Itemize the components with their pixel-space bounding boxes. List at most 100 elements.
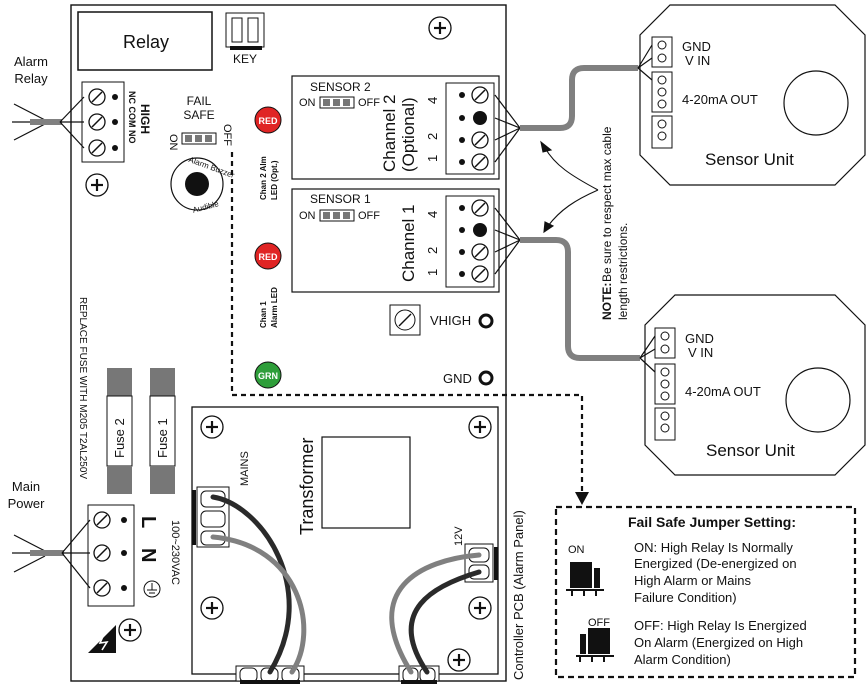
note-text-2: length restrictions. bbox=[616, 223, 630, 320]
sensor1-off: OFF bbox=[358, 210, 380, 222]
screw-icon bbox=[471, 131, 489, 149]
sensor-unit-2-name: Sensor Unit bbox=[706, 441, 795, 460]
channel2-optional: (Optional) bbox=[399, 97, 418, 172]
mount-hole-icon bbox=[467, 595, 493, 621]
vhigh-test-point bbox=[478, 313, 494, 329]
sensor2-off: OFF bbox=[358, 97, 380, 109]
sensor-unit-2-gnd: GND bbox=[685, 331, 714, 346]
channel2-pin2: 2 bbox=[425, 133, 440, 140]
high-voltage-warning-icon bbox=[88, 625, 116, 653]
screw-icon bbox=[88, 113, 106, 131]
fail-safe-off: OFF bbox=[221, 124, 233, 146]
12v-connector bbox=[464, 543, 498, 583]
channel1-pin4: 4 bbox=[425, 211, 440, 218]
screw-icon bbox=[471, 86, 489, 104]
mount-hole-icon bbox=[427, 15, 453, 41]
sensor-unit-2-out: 4-20mA OUT bbox=[685, 384, 761, 399]
sensor-cable-channel2 bbox=[494, 44, 653, 163]
fail-safe-label-2: SAFE bbox=[183, 108, 214, 122]
legend-title: Fail Safe Jumper Setting: bbox=[628, 514, 796, 530]
sensor2-on: ON bbox=[299, 97, 316, 109]
legend-on-1: ON: High Relay Is Normally bbox=[634, 540, 793, 555]
mains-label: MAINS bbox=[239, 451, 251, 486]
legend-on-3: High Alarm or Mains bbox=[634, 573, 752, 588]
chan2-red-led-label: RED bbox=[258, 116, 278, 126]
sensor1-jumper[interactable] bbox=[319, 209, 355, 222]
ground-icon bbox=[143, 580, 161, 598]
sensor2-label: SENSOR 2 bbox=[310, 80, 371, 94]
legend-off-2: On Alarm (Energized on High bbox=[634, 635, 803, 650]
screw-icon bbox=[88, 139, 106, 157]
screw-icon bbox=[471, 153, 489, 171]
fuse2 bbox=[106, 368, 133, 494]
fuse2-label: Fuse 2 bbox=[112, 418, 127, 458]
vac-label: 100~230VAC bbox=[169, 520, 181, 585]
note-label: NOTE: bbox=[600, 283, 614, 320]
fuse1 bbox=[149, 368, 176, 494]
channel1-pin2: 2 bbox=[425, 247, 440, 254]
screw-icon bbox=[93, 579, 111, 597]
chan1-red-led-label: RED bbox=[258, 252, 278, 262]
jumper-off-icon bbox=[576, 628, 614, 662]
screw-icon bbox=[88, 88, 106, 106]
note-text-1: Be sure to respect max cable bbox=[600, 126, 614, 282]
gnd-test-point bbox=[478, 370, 494, 386]
alarm-relay-label-2: Relay bbox=[14, 71, 48, 86]
replace-fuse-note: REPLACE FUSE WITH M205 T2AL250V bbox=[77, 297, 88, 479]
vhigh-label: VHIGH bbox=[430, 313, 471, 328]
sensor1-on: ON bbox=[299, 210, 316, 222]
alarm-buzzer bbox=[170, 157, 224, 211]
chan1-red-led bbox=[254, 242, 282, 270]
controller-pcb-label: Controller PCB (Alarm Panel) bbox=[511, 510, 526, 680]
screw-icon bbox=[93, 511, 111, 529]
screw-icon bbox=[471, 265, 489, 283]
mount-hole-icon bbox=[117, 617, 143, 643]
fail-safe-jumper[interactable] bbox=[181, 132, 217, 145]
high-label: HIGH bbox=[138, 104, 152, 134]
neutral-label: N bbox=[137, 548, 159, 562]
legend-off-tag: OFF bbox=[588, 617, 610, 629]
legend-on-4: Failure Condition) bbox=[634, 590, 737, 605]
fail-safe-label: FAIL bbox=[187, 94, 212, 108]
green-led-label: GRN bbox=[258, 371, 278, 381]
mount-hole-icon bbox=[84, 172, 110, 198]
sensor-unit-2-vin: V IN bbox=[688, 345, 713, 360]
fuse1-label: Fuse 1 bbox=[155, 418, 170, 458]
chan1-led-caption: Chan 1 bbox=[259, 301, 268, 328]
transformer-label: Transformer bbox=[297, 438, 317, 535]
channel2-pin4: 4 bbox=[425, 97, 440, 104]
sensor2-jumper[interactable] bbox=[319, 96, 355, 109]
fail-safe-on: ON bbox=[167, 134, 179, 151]
sensor1-label: SENSOR 1 bbox=[310, 192, 371, 206]
bottom-connector-left bbox=[235, 665, 305, 684]
bottom-connector-right bbox=[398, 665, 440, 684]
nc-com-no-label: NC COM NO bbox=[127, 91, 137, 144]
chan1-led-caption-2: Alarm LED bbox=[270, 287, 279, 328]
channel2-label: Channel 2 bbox=[380, 94, 399, 172]
mount-hole-icon bbox=[467, 414, 493, 440]
main-power-label-2: Power bbox=[8, 496, 46, 511]
alarm-relay-cable bbox=[12, 96, 85, 149]
alarm-relay-label: Alarm bbox=[14, 54, 48, 69]
relay-box bbox=[77, 11, 213, 71]
note-arrows bbox=[540, 140, 599, 234]
screw-icon bbox=[471, 199, 489, 217]
sensor-unit-1-name: Sensor Unit bbox=[705, 150, 794, 169]
key-label: KEY bbox=[233, 52, 257, 66]
relay-label: Relay bbox=[123, 32, 169, 52]
main-power-cable bbox=[12, 519, 91, 589]
fail-safe-leader bbox=[230, 152, 584, 494]
v12-label: 12V bbox=[453, 526, 465, 546]
sensor-unit-1-vin: V IN bbox=[685, 53, 710, 68]
sensor-unit-2 bbox=[644, 294, 866, 476]
legend-off-3: Alarm Condition) bbox=[634, 652, 731, 667]
channel1-label: Channel 1 bbox=[399, 204, 418, 282]
channel2-pin1: 1 bbox=[425, 155, 440, 162]
green-led bbox=[254, 361, 282, 389]
legend-on-tag: ON bbox=[568, 544, 585, 556]
screw-icon bbox=[471, 243, 489, 261]
sensor-unit-1-out: 4-20mA OUT bbox=[682, 92, 758, 107]
legend-on-2: Energized (De-energized on bbox=[634, 556, 797, 571]
chan2-red-led bbox=[254, 106, 282, 134]
